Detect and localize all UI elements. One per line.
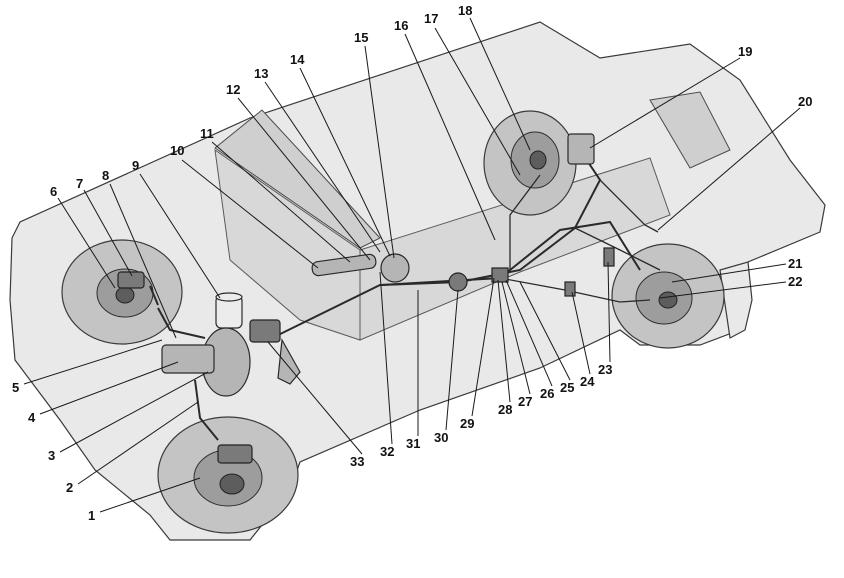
brake-lines	[149, 149, 661, 441]
pedal-bracket	[249, 319, 281, 343]
callout-24: 24	[580, 374, 595, 389]
callout-7: 7	[76, 176, 83, 191]
callout-10: 10	[170, 143, 184, 158]
callout-2: 2	[66, 480, 73, 495]
callout-8: 8	[102, 168, 109, 183]
callout-27: 27	[518, 394, 532, 409]
callout-9: 9	[132, 158, 139, 173]
rear-right-wheel	[611, 243, 725, 349]
callout-5: 5	[12, 380, 19, 395]
parking-brake-mechanism	[380, 253, 410, 283]
master-cylinder	[161, 344, 215, 374]
dashboard-panel	[214, 148, 361, 341]
rear-window	[649, 91, 731, 169]
rear-fender	[719, 261, 753, 339]
car-body	[9, 21, 826, 541]
callout-30: 30	[434, 430, 448, 445]
rear-hose-bracket	[603, 247, 615, 267]
callout-19: 19	[738, 44, 752, 59]
callout-26: 26	[540, 386, 554, 401]
front-left-wheel	[61, 239, 183, 345]
callout-13: 13	[254, 66, 268, 81]
tee-connector	[491, 267, 509, 283]
rear-left-wheel	[483, 110, 577, 216]
parking-brake-lever	[311, 253, 377, 277]
callout-29: 29	[460, 416, 474, 431]
callout-14: 14	[290, 52, 305, 67]
bracket-clip	[564, 281, 576, 297]
front-right-wheel	[157, 416, 299, 534]
callout-22: 22	[788, 274, 802, 289]
callout-17: 17	[424, 11, 438, 26]
callout-11: 11	[200, 126, 214, 141]
pressure-regulator	[567, 133, 595, 165]
callout-6: 6	[50, 184, 57, 199]
callout-23: 23	[598, 362, 612, 377]
callout-28: 28	[498, 402, 512, 417]
callout-16: 16	[394, 18, 408, 33]
leader-lines	[23, 17, 801, 513]
callout-3: 3	[48, 448, 55, 463]
callout-12: 12	[226, 82, 240, 97]
callout-21: 21	[788, 256, 802, 271]
callout-20: 20	[798, 94, 812, 109]
windshield	[214, 109, 381, 249]
callout-32: 32	[380, 444, 394, 459]
callout-15: 15	[354, 30, 368, 45]
callout-25: 25	[560, 380, 574, 395]
callout-31: 31	[406, 436, 420, 451]
callout-numbers: 1 2 3 4 5 6 7 8 9 10 11 12 13 14 15 16 1…	[12, 3, 812, 523]
cable-guide	[448, 272, 468, 292]
callout-1: 1	[88, 508, 95, 523]
callout-4: 4	[28, 410, 36, 425]
callout-18: 18	[458, 3, 472, 18]
callout-33: 33	[350, 454, 364, 469]
